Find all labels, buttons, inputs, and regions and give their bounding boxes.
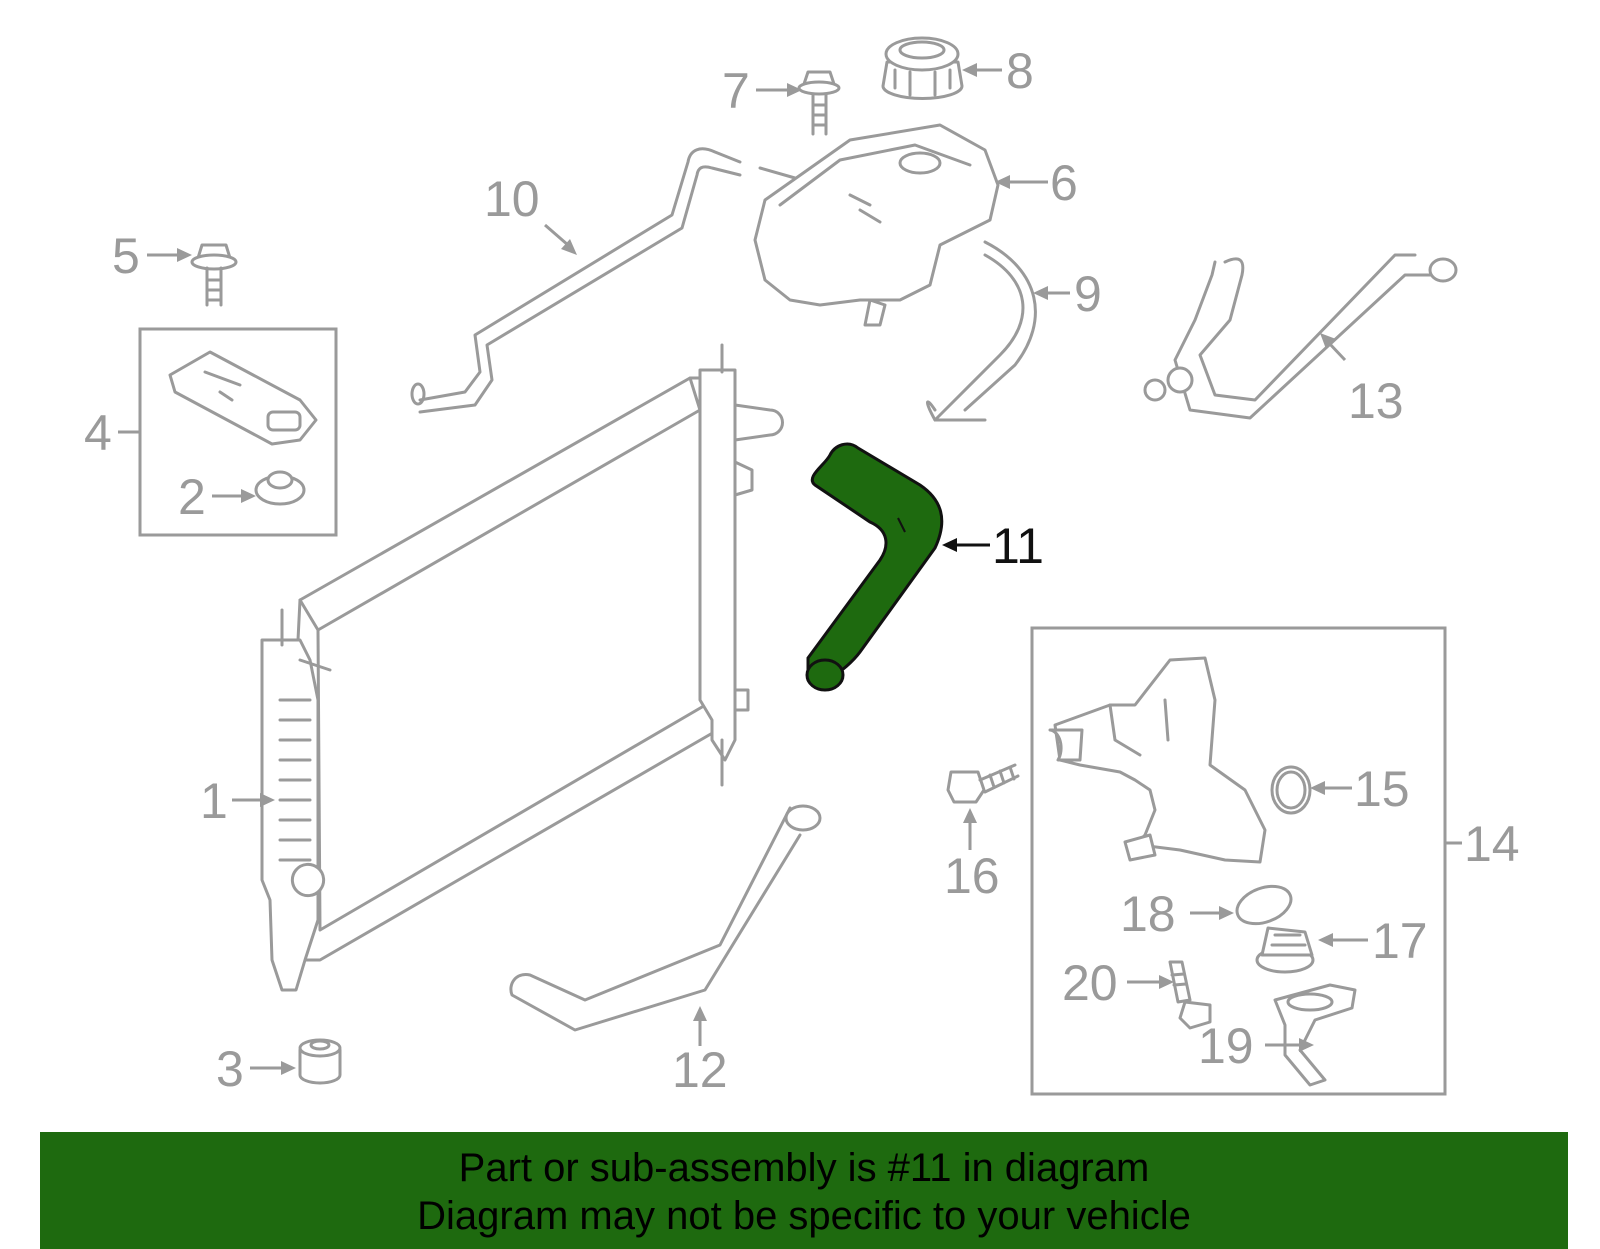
banner-line-1: Part or sub-assembly is #11 in diagram — [458, 1146, 1150, 1190]
banner-line-2: Diagram may not be specific to your vehi… — [417, 1194, 1191, 1238]
bolt-part-5[interactable] — [190, 243, 238, 307]
callout-6[interactable]: 6 — [1050, 155, 1078, 211]
callout-15[interactable]: 15 — [1354, 761, 1410, 817]
callout-10[interactable]: 10 — [484, 171, 540, 227]
hose-part-9[interactable] — [926, 240, 1037, 422]
bracket-kit-box-part-4[interactable] — [138, 327, 338, 537]
gasket-part-18[interactable] — [1232, 879, 1296, 930]
o-ring-part-15[interactable] — [1270, 765, 1312, 815]
upper-radiator-hose-part-11[interactable] — [805, 442, 944, 692]
callout-19[interactable]: 19 — [1198, 1018, 1254, 1074]
thermostat-part-17[interactable] — [1255, 926, 1315, 974]
callout-13[interactable]: 13 — [1348, 373, 1404, 429]
callout-18[interactable]: 18 — [1120, 886, 1176, 942]
callout-20[interactable]: 20 — [1062, 955, 1118, 1011]
callout-3[interactable]: 3 — [216, 1041, 244, 1097]
mount-part-3[interactable] — [298, 1038, 342, 1085]
callout-labels: 1 2 3 4 5 6 7 8 9 10 11 12 13 14 15 16 1… — [84, 43, 1520, 1098]
callout-1[interactable]: 1 — [200, 773, 228, 829]
radiator-part-1[interactable] — [260, 343, 784, 992]
callout-17[interactable]: 17 — [1372, 913, 1428, 969]
callout-16[interactable]: 16 — [944, 848, 1000, 904]
callout-12[interactable]: 12 — [672, 1042, 728, 1098]
callout-9[interactable]: 9 — [1074, 266, 1102, 322]
callout-2[interactable]: 2 — [178, 469, 206, 525]
lower-radiator-hose-part-12[interactable] — [509, 804, 822, 1032]
callout-14[interactable]: 14 — [1464, 816, 1520, 872]
bolt-part-7[interactable] — [797, 70, 841, 136]
callout-7[interactable]: 7 — [722, 63, 750, 119]
leader-lines — [118, 63, 1462, 1075]
coolant-reservoir-part-6[interactable] — [753, 123, 1000, 327]
hose-part-13[interactable] — [1143, 253, 1458, 420]
callout-4[interactable]: 4 — [84, 405, 112, 461]
callout-11[interactable]: 11 — [992, 518, 1044, 574]
info-banner: Part or sub-assembly is #11 in diagram D… — [40, 1132, 1568, 1249]
bolt-part-16[interactable] — [946, 763, 1020, 804]
thermostat-housing-kit-box-part-14[interactable] — [1030, 626, 1447, 1096]
grommet-part-2[interactable] — [254, 470, 306, 506]
callout-5[interactable]: 5 — [112, 228, 140, 284]
outlet-part-19[interactable] — [1273, 983, 1357, 1087]
cap-part-8[interactable] — [881, 36, 964, 100]
callout-8[interactable]: 8 — [1006, 43, 1034, 99]
bolt-part-20[interactable] — [1168, 960, 1212, 1030]
hose-part-10[interactable] — [410, 147, 742, 414]
